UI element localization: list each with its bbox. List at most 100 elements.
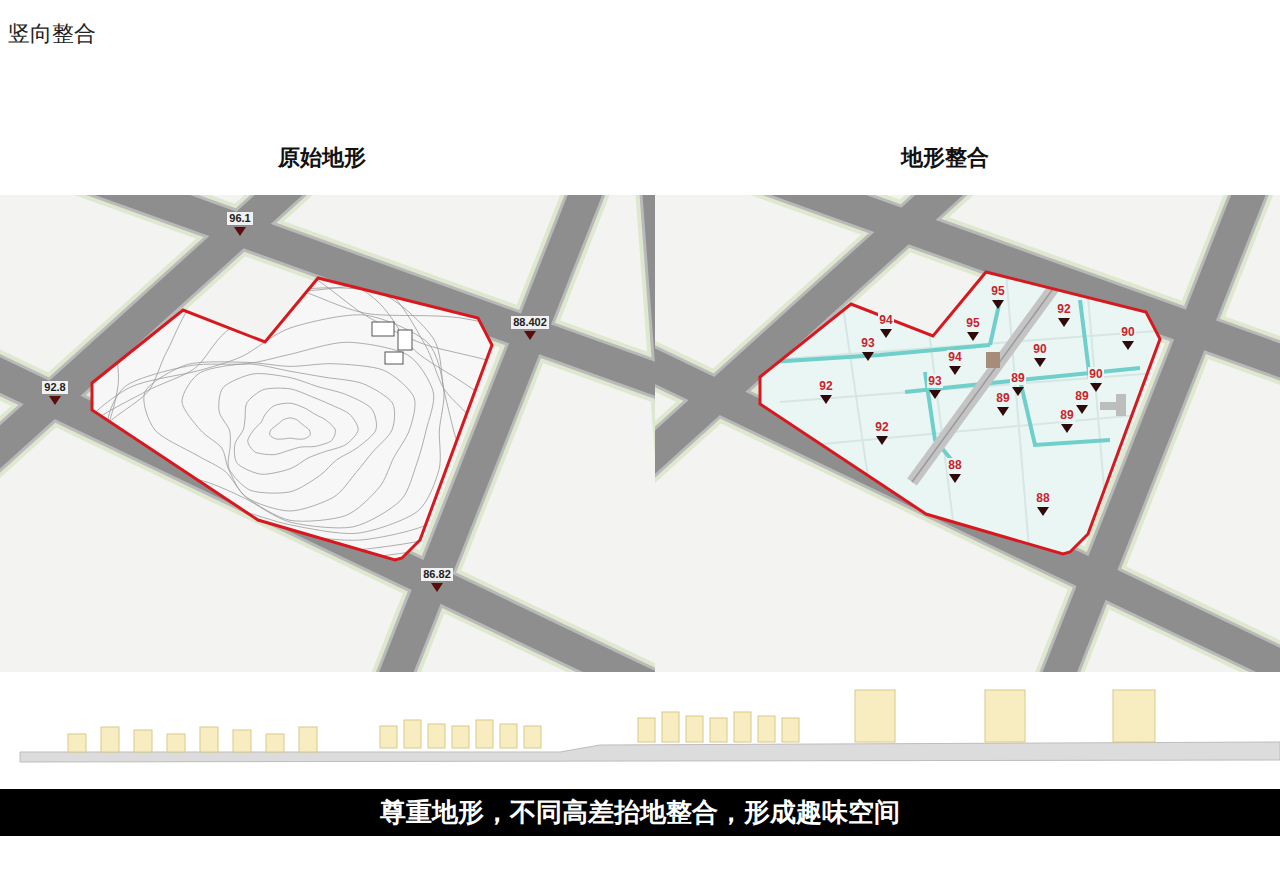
road	[0, 195, 655, 672]
contour-line	[7, 255, 628, 609]
road	[1259, 195, 1280, 672]
terrace-level: 90	[1032, 342, 1047, 356]
terrace-level: 90	[1120, 325, 1135, 339]
terrace-edge	[800, 412, 1170, 446]
panel-title: 原始地形	[278, 144, 366, 172]
caption-bar	[0, 789, 1280, 836]
road	[1259, 195, 1280, 672]
elevation-marker	[431, 583, 443, 592]
contour-line	[219, 374, 377, 494]
building-section	[452, 726, 469, 748]
contour-line	[248, 403, 336, 455]
page-title: 竖向整合	[8, 20, 96, 48]
building-section	[68, 734, 86, 752]
terrace-level: 93	[927, 374, 942, 388]
tower-section	[1113, 690, 1155, 742]
elevation-marker	[1090, 383, 1102, 392]
terrace-level: 88	[1035, 491, 1050, 505]
plaza	[1100, 394, 1126, 416]
elevation-marker	[929, 390, 941, 399]
road	[0, 195, 655, 672]
road	[655, 195, 1280, 672]
elevation-marker	[1037, 507, 1049, 516]
terrace-level: 88	[947, 458, 962, 472]
tower-section	[985, 690, 1025, 742]
building-section	[758, 716, 775, 742]
contour-line	[270, 418, 311, 439]
building-section	[686, 716, 703, 742]
building-section	[266, 734, 284, 752]
site-area	[92, 278, 492, 560]
terrace-level: 89	[995, 391, 1010, 405]
building-section	[662, 712, 679, 742]
elevation-marker	[967, 332, 979, 341]
site-boundary	[92, 278, 492, 560]
elevation-marker	[1122, 341, 1134, 350]
map-panel	[655, 195, 1280, 672]
elevation-marker	[949, 474, 961, 483]
building-section	[476, 720, 493, 748]
building-section	[710, 718, 727, 742]
elevation-marker	[949, 366, 961, 375]
terrace-level: 89	[1074, 389, 1089, 403]
terrace-grid	[770, 260, 1170, 560]
elevation-marker	[524, 331, 536, 340]
building-section	[524, 726, 541, 748]
existing-building	[398, 330, 412, 350]
building-section	[101, 727, 119, 752]
panel-title: 地形整合	[901, 144, 989, 172]
tower-section	[855, 690, 895, 742]
section	[20, 690, 1280, 762]
building-section	[428, 724, 445, 748]
elevation-marker	[820, 395, 832, 404]
terrace-level: 89	[1010, 371, 1025, 385]
road	[594, 195, 655, 672]
road	[594, 195, 655, 672]
building-section	[134, 730, 152, 752]
building-section	[782, 718, 799, 742]
central-axis	[912, 282, 1058, 482]
elevation-marker	[997, 407, 1009, 416]
elevation-markers	[49, 227, 1134, 592]
central-axis-line	[912, 282, 1058, 482]
building-section	[233, 730, 251, 752]
elevation-marker	[1012, 387, 1024, 396]
road	[594, 195, 655, 672]
site-area	[760, 272, 1160, 554]
road-elevation: 88.402	[511, 316, 549, 329]
terrace-level: 92	[1056, 302, 1071, 316]
terrace-level: 94	[878, 313, 893, 327]
elevation-marker	[880, 329, 892, 338]
elevation-marker	[49, 396, 61, 405]
map-panel	[0, 195, 655, 672]
road	[655, 195, 1280, 672]
elevation-marker	[862, 352, 874, 361]
contour-line	[144, 362, 415, 521]
terrace-level: 89	[1059, 408, 1074, 422]
terrace-level: 90	[1088, 367, 1103, 381]
road	[1259, 195, 1280, 672]
building-section	[638, 718, 655, 742]
elevation-marker	[1034, 358, 1046, 367]
elevation-marker	[1076, 405, 1088, 414]
contour-line	[108, 342, 434, 528]
contour-line	[72, 260, 498, 557]
site-boundary	[760, 272, 1160, 554]
building-section	[500, 724, 517, 748]
road	[655, 195, 1280, 672]
building-section	[734, 712, 751, 742]
road-elevation: 96.1	[227, 212, 252, 225]
terrace-level: 92	[874, 420, 889, 434]
contour-line	[182, 364, 395, 511]
elevation-marker	[234, 227, 246, 236]
road-elevation: 86.82	[421, 568, 453, 581]
contour-line	[73, 288, 465, 541]
building-section	[380, 726, 397, 748]
building-section	[299, 727, 317, 752]
elevation-marker	[1061, 424, 1073, 433]
elevation-marker	[992, 300, 1004, 309]
contour-line	[0, 274, 643, 634]
building-section	[167, 734, 185, 752]
